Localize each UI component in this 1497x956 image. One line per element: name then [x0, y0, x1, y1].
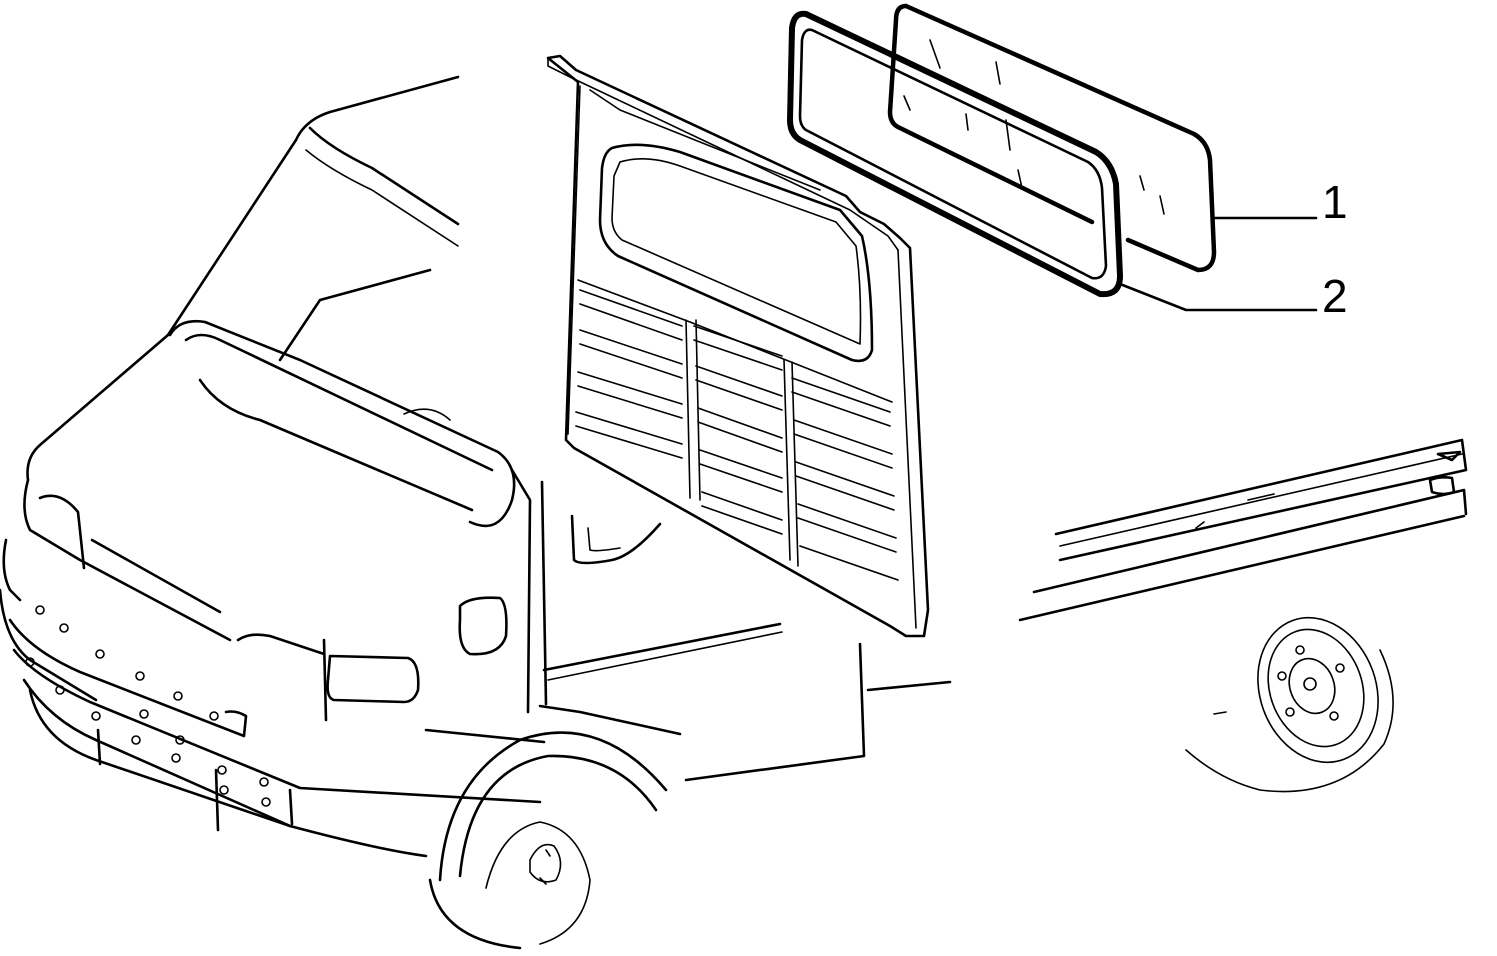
rear-wheel [1185, 616, 1394, 793]
chassis-rail [1018, 438, 1468, 622]
van-cab-outline [0, 75, 952, 950]
callout-label-1: 1 [1322, 176, 1348, 228]
grille-holes [25, 605, 271, 807]
callout-leaders [1118, 216, 1318, 312]
callout-label-2: 2 [1322, 270, 1348, 322]
rear-cab-panel [546, 54, 930, 638]
rear-cab-window-glass [887, 3, 1217, 273]
rear-cab-window-seal [787, 10, 1123, 298]
